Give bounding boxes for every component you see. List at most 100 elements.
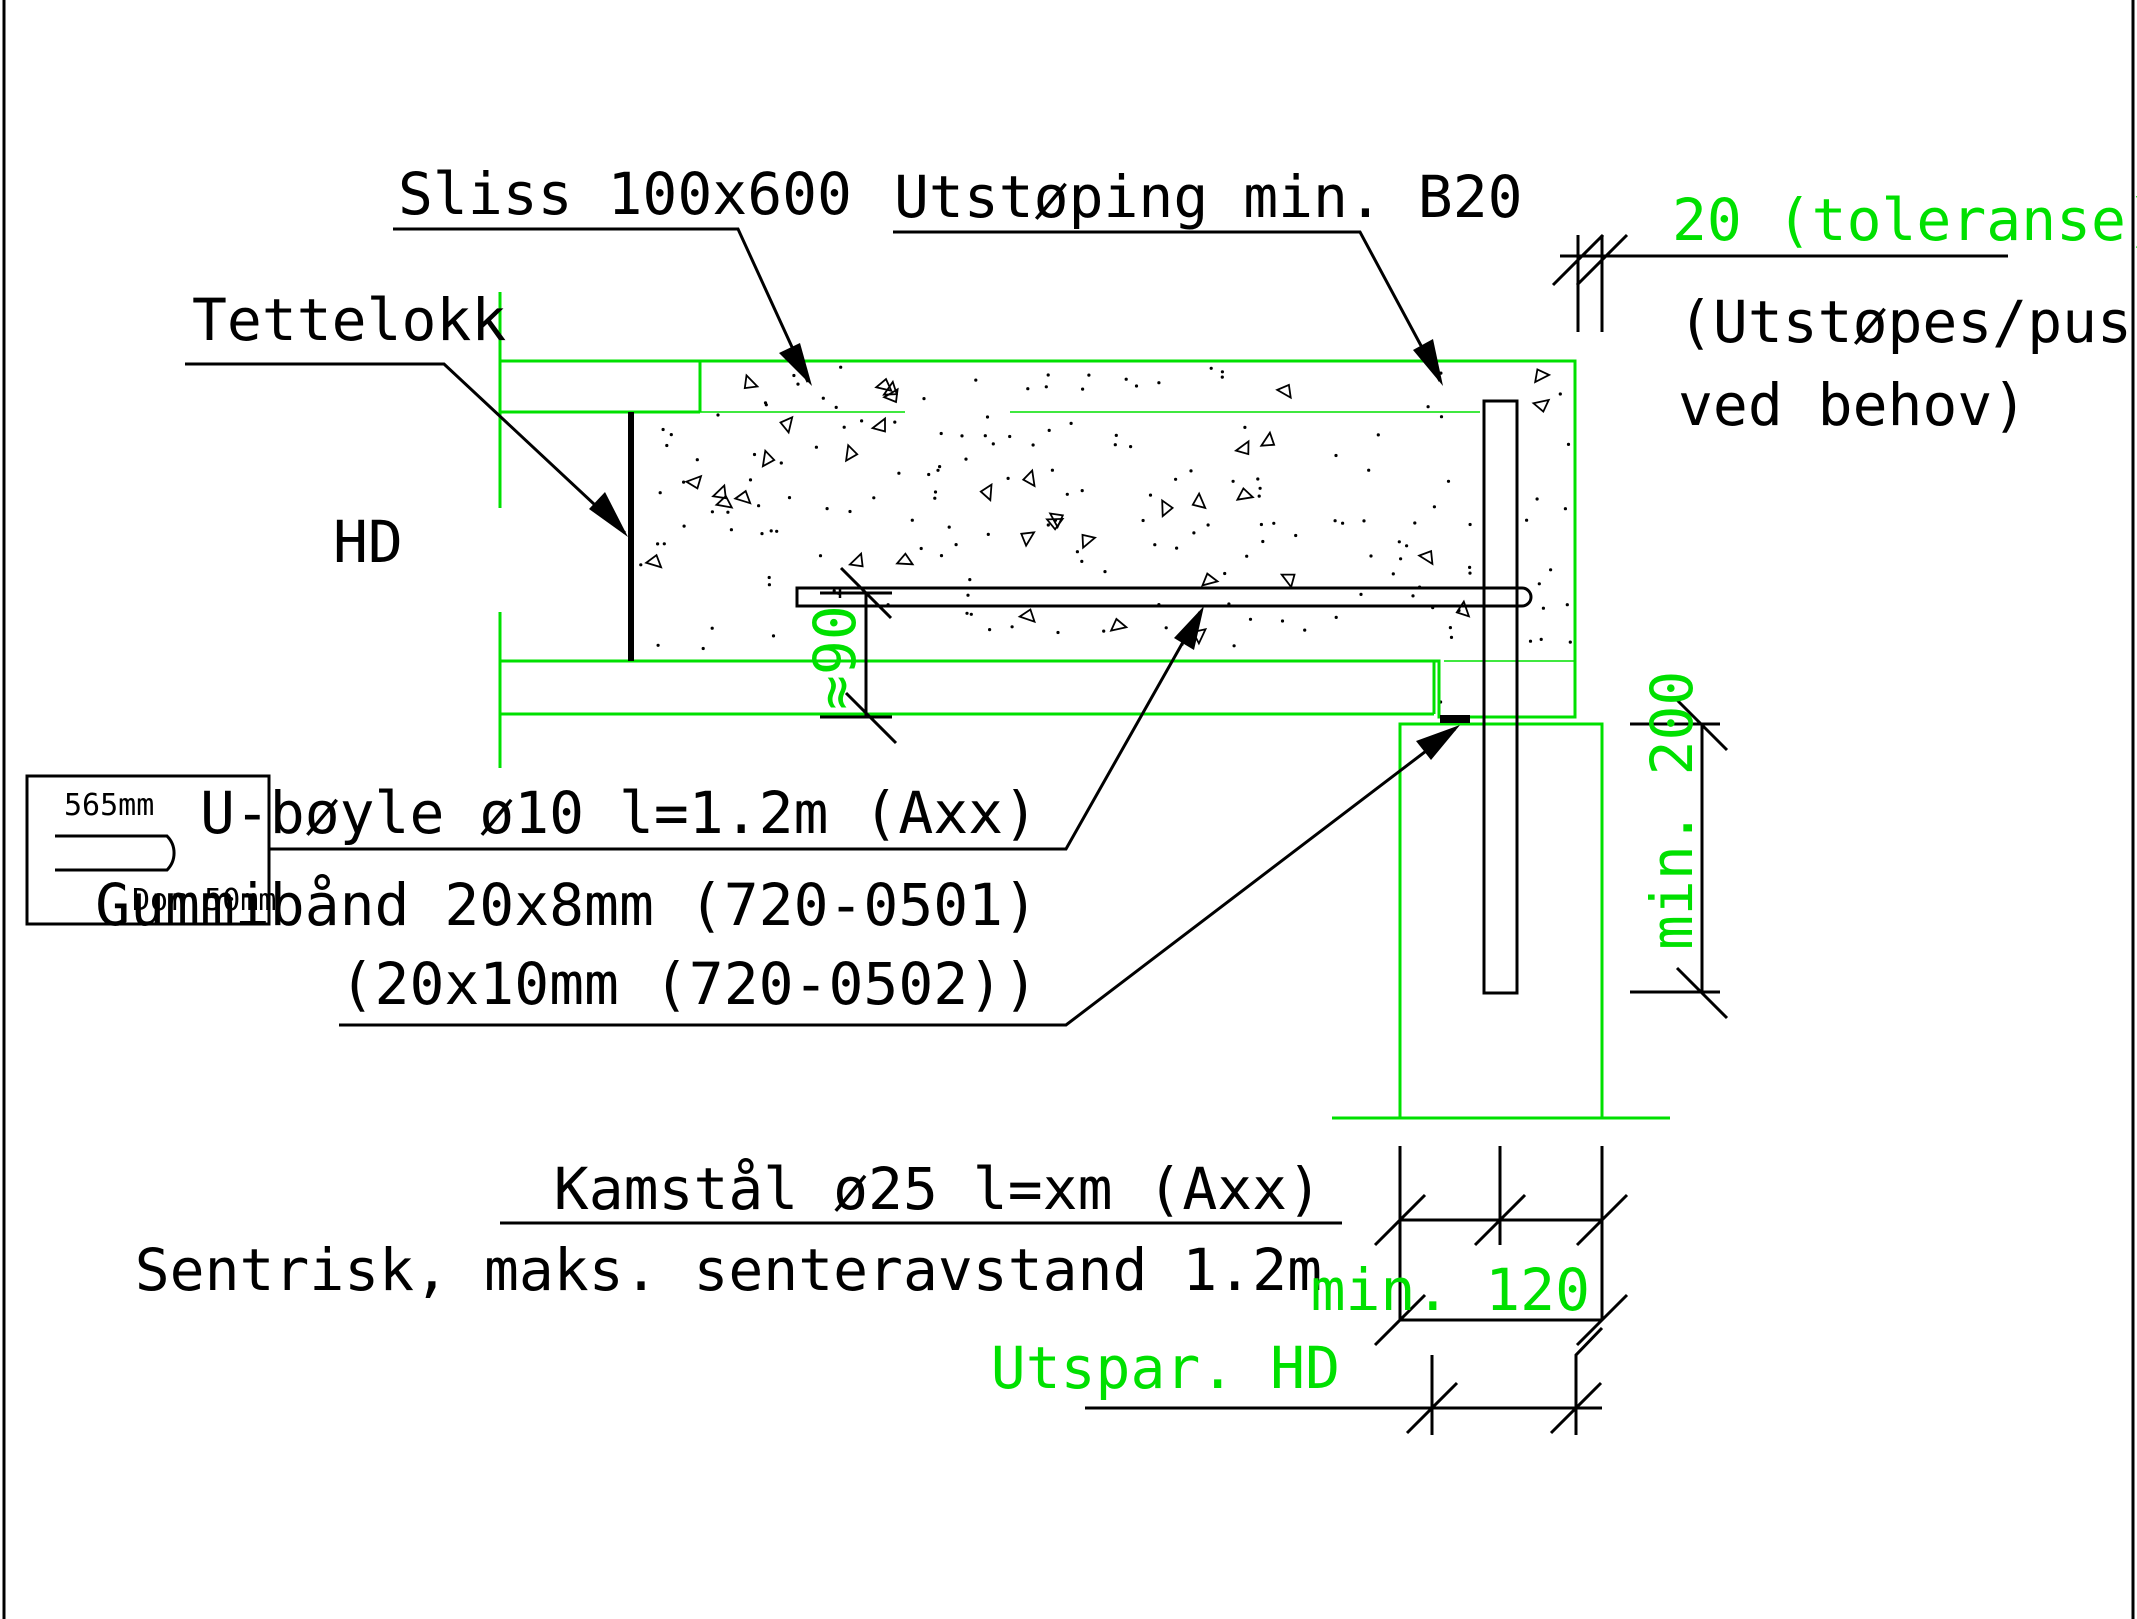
- hatch-dot: [764, 403, 768, 407]
- hatch-dot: [752, 452, 757, 457]
- hatch-dot: [1069, 421, 1073, 425]
- hatch-dot: [1245, 554, 1249, 558]
- hatch-dot: [792, 373, 796, 378]
- hatch-dot: [1541, 606, 1545, 610]
- hatch-dot: [656, 643, 660, 647]
- hatch-dot: [1206, 523, 1210, 527]
- hatch-dot: [825, 507, 829, 511]
- hatch-triangle: [743, 373, 760, 390]
- hatch-dot: [1031, 443, 1035, 447]
- label-gummiband-line1: Gummibånd 20x8mm (720-0501): [95, 871, 1038, 939]
- dimension-lines: [820, 233, 2008, 1435]
- hatch-dot: [1080, 489, 1084, 493]
- hatch-dot: [1256, 477, 1260, 481]
- hatch-dot: [1050, 468, 1054, 472]
- label-utstoping: Utstøping min. B20: [894, 163, 1523, 231]
- hatch-triangle: [895, 552, 915, 566]
- hatch-dot: [769, 529, 773, 533]
- hatch-dot: [1164, 626, 1168, 630]
- hatch-dot: [1103, 570, 1107, 574]
- hatch-triangle: [1279, 573, 1296, 589]
- label-tettelokk: Tettelokk: [192, 286, 506, 354]
- hatch-dot: [969, 612, 973, 616]
- hatch-dot: [1525, 518, 1529, 522]
- hatch-dot: [695, 458, 699, 462]
- construction-elements: [628, 399, 1533, 995]
- hatch-dot: [767, 575, 771, 580]
- hatch-dot: [1411, 594, 1415, 598]
- hatch-dot: [893, 420, 897, 424]
- hatch-triangle: [844, 443, 859, 463]
- hatch-dot: [842, 425, 846, 429]
- hatch-dot: [1075, 550, 1079, 554]
- hatch-dot: [1535, 497, 1539, 501]
- hatch-dot: [947, 525, 951, 529]
- hatch-dot: [938, 465, 942, 469]
- hatch-triangle: [711, 483, 727, 500]
- hatch-dot: [939, 431, 943, 436]
- hatch-dot: [1046, 373, 1050, 377]
- hatch-dot: [965, 611, 969, 615]
- hatch-dot: [966, 593, 970, 597]
- hatch-dot: [1243, 425, 1247, 429]
- hatch-dot: [954, 543, 958, 547]
- hatch-dot: [1192, 531, 1196, 535]
- hatch-dot: [1426, 405, 1430, 409]
- hatch-dot: [665, 443, 669, 448]
- label-kamstal: Kamstål ø25 l=xm (Axx): [554, 1155, 1322, 1223]
- hatch-triangle: [847, 551, 864, 568]
- hatch-dot: [848, 509, 852, 514]
- hatch-dot: [1341, 521, 1345, 525]
- hatch-dot: [818, 554, 823, 558]
- hatch-dot: [821, 396, 825, 400]
- hatch-triangle: [1235, 486, 1255, 501]
- hatch-dot: [1010, 625, 1014, 629]
- hatch-dot: [1568, 640, 1572, 644]
- hatch-triangle: [714, 494, 734, 509]
- hatch-dot: [1537, 582, 1541, 586]
- hatch-triangle: [1259, 430, 1276, 447]
- hatch-dot: [682, 480, 686, 484]
- hatch-dot: [1405, 544, 1409, 548]
- hatch-dot: [656, 542, 660, 546]
- hatch-dot: [1261, 539, 1265, 544]
- hatch-dot: [1046, 523, 1050, 527]
- hatch-dot: [936, 468, 940, 472]
- hatch-dot: [983, 434, 987, 438]
- hatch-dot: [682, 524, 686, 528]
- hatch-dot: [1153, 543, 1157, 547]
- hatch-triangle: [1109, 617, 1129, 632]
- hatch-dot: [1439, 415, 1444, 419]
- hatch-dot: [1006, 476, 1010, 480]
- hatch-dot: [787, 496, 792, 500]
- hatch-dot: [710, 626, 714, 630]
- hatch-dot: [658, 491, 662, 495]
- label-utstopes-line1: (Utstøpes/pusses: [1678, 288, 2137, 356]
- hatch-dot: [1257, 494, 1261, 498]
- label-utspar-hd: Utspar. HD: [991, 1334, 1340, 1402]
- hatch-dot: [1081, 387, 1085, 391]
- hatch-dot: [1397, 540, 1401, 544]
- hatch-dot: [1272, 521, 1276, 525]
- hatch-dot: [1399, 557, 1403, 561]
- hatch-dot: [1189, 469, 1193, 473]
- hatch-dot: [1065, 492, 1069, 496]
- hatch-dot: [1558, 392, 1562, 396]
- hatch-dot: [729, 528, 734, 532]
- hatch-dot: [1413, 521, 1417, 525]
- hatch-dot: [922, 397, 926, 401]
- hatch-dot: [1259, 522, 1263, 527]
- hatch-dot: [1124, 377, 1128, 381]
- hatch-dot: [1258, 486, 1262, 490]
- hatch-triangle: [979, 482, 993, 502]
- hatch-dot: [1294, 533, 1298, 538]
- hatch-dot: [1026, 387, 1030, 391]
- hatch-dot: [897, 471, 901, 475]
- hatch-triangle: [779, 415, 794, 435]
- hatch-dot: [1448, 626, 1452, 630]
- detail-box: 565mm Dor 50mm: [25, 774, 330, 926]
- hatch-dot: [968, 578, 972, 582]
- hatch-dot: [1102, 629, 1106, 633]
- hatch-dot: [960, 434, 964, 438]
- hatch-triangle: [1417, 549, 1434, 566]
